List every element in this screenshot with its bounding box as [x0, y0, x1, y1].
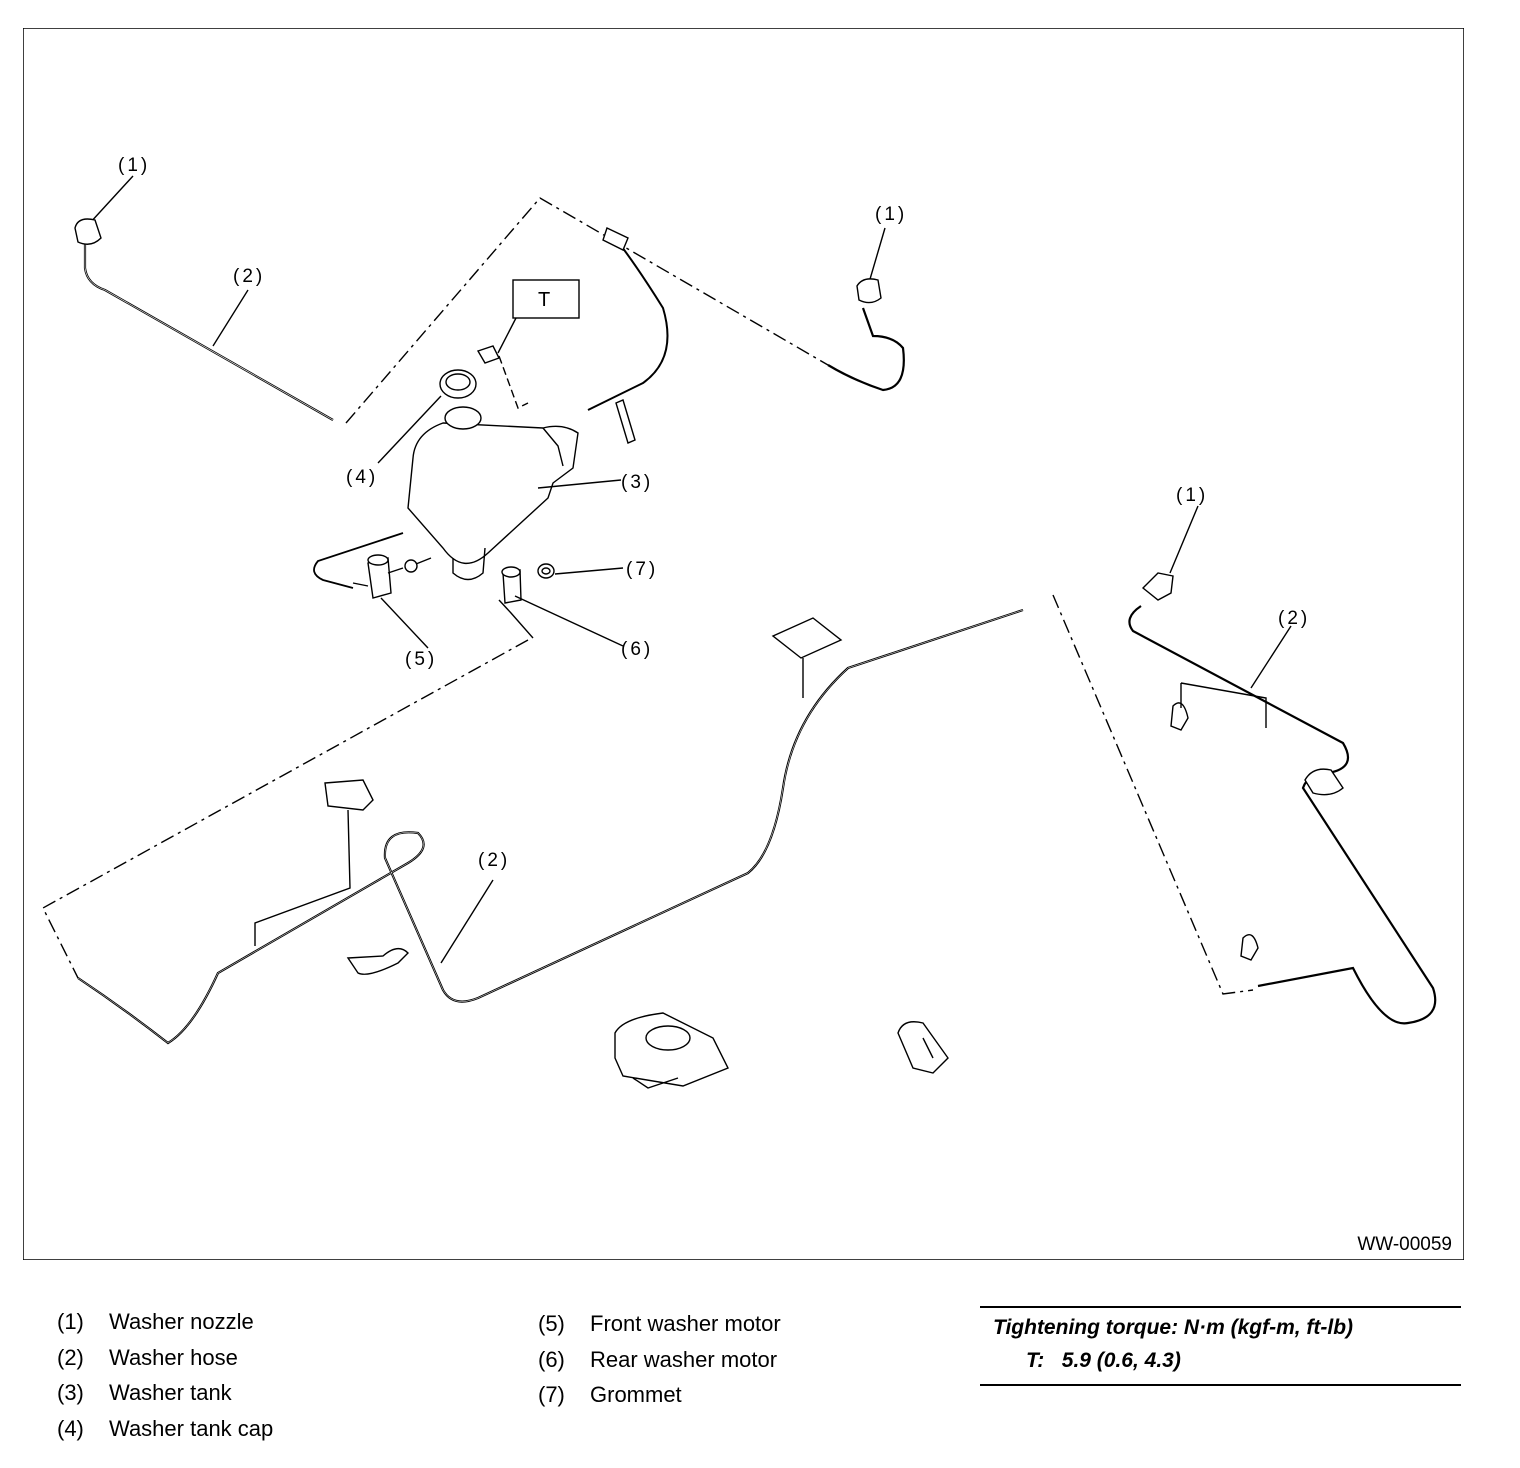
leader-nozzle-front-right	[867, 227, 886, 287]
connection-line-rear	[42, 639, 529, 979]
legend-label: Washer tank	[109, 1380, 232, 1405]
washer-tank	[407, 422, 579, 564]
legend-item: (5) Front washer motor	[538, 1306, 781, 1342]
callout-front-motor: (5)	[405, 649, 437, 670]
legend-number: (1)	[57, 1309, 84, 1334]
callout-hose-rear: (2)	[478, 850, 510, 871]
legend-item: (4) Washer tank cap	[57, 1411, 273, 1447]
leader-hose-rear	[440, 879, 494, 964]
nozzle-front-left	[74, 218, 102, 245]
leader-front-motor	[380, 597, 429, 649]
washer-system-diagram: (1) (2) (1) T (4) (3) (7) (5) (6) (1) (2…	[23, 28, 1464, 1260]
diagram-frame: (1) (2) (1) T (4) (3) (7) (5) (6) (1) (2…	[23, 28, 1464, 1260]
legend-label: Washer tank cap	[109, 1415, 274, 1441]
legend-number: (7)	[538, 1382, 565, 1407]
legend-item: (6) Rear washer motor	[538, 1342, 781, 1378]
callout-grommet: (7)	[626, 559, 658, 580]
torque-title: Tightening torque: N·m (kgf-m, ft-lb)	[993, 1316, 1354, 1339]
leader-hose-front-left	[212, 289, 249, 347]
clip-front	[602, 227, 629, 251]
torque-tag-box	[512, 279, 580, 319]
legend-number: (2)	[57, 1344, 84, 1370]
leader-rear-motor	[514, 595, 624, 647]
nozzle-front-right	[856, 278, 882, 304]
legend-number: (3)	[57, 1380, 84, 1405]
callout-tank: (3)	[621, 472, 653, 493]
leader-nozzle-front-left	[88, 175, 134, 225]
legend-left: (1) Washer nozzle (2) Washer hose (3) Washe…	[57, 1304, 273, 1446]
legend-label: Washer hose	[109, 1344, 238, 1370]
nozzle-rear-2	[1304, 768, 1344, 796]
hose-tank-feed	[587, 242, 669, 411]
callout-nozzle-front-left: (1)	[118, 155, 150, 176]
callout-hose-rear-right: (2)	[1278, 608, 1310, 629]
pad	[771, 617, 843, 659]
grommet	[537, 563, 555, 579]
callout-cap: (4)	[346, 467, 378, 488]
clip-rear-bracket	[346, 948, 409, 975]
legend-label: Rear washer motor	[590, 1346, 778, 1372]
clip-rear-right-1	[1170, 702, 1189, 731]
connection-line-front	[345, 197, 829, 424]
leader-hose-rear-right	[1250, 625, 1292, 689]
legend-label: Grommet	[590, 1382, 682, 1407]
legend-item: (7) Grommet	[538, 1377, 781, 1413]
legend-label: Washer nozzle	[109, 1309, 254, 1334]
clip-rear-right-2	[1240, 934, 1259, 961]
legend-item: (3) Washer tank	[57, 1375, 273, 1411]
leader-tank	[537, 479, 622, 489]
leader-nozzle-rear	[1169, 505, 1199, 574]
legend-number: (6)	[538, 1346, 565, 1372]
leader-cap	[377, 395, 442, 464]
callout-rear-motor: (6)	[621, 639, 653, 660]
figure-id: WW-00059	[1357, 1234, 1452, 1255]
nozzle-rear	[1141, 572, 1174, 601]
legend-number: (4)	[57, 1415, 84, 1441]
callout-nozzle-front-right: (1)	[875, 204, 907, 225]
clip-rear-left	[324, 779, 374, 811]
callout-torque-tag: T	[538, 289, 550, 311]
legend-item: (2) Washer hose	[57, 1340, 273, 1376]
legend-right: (5) Front washer motor (6) Rear washer mot…	[538, 1306, 781, 1413]
legend-label: Front washer motor	[590, 1311, 781, 1336]
legend-number: (5)	[538, 1311, 565, 1336]
clip-small	[897, 1021, 949, 1074]
torque-value: T: 5.9 (0.6, 4.3)	[1026, 1349, 1181, 1372]
hose-front-right	[827, 307, 905, 392]
leader-grommet	[554, 567, 624, 575]
callout-hose-front-left: (2)	[233, 266, 265, 287]
torque-spec-box: Tightening torque: N·m (kgf-m, ft-lb) T:…	[980, 1306, 1461, 1386]
legend-item: (1) Washer nozzle	[57, 1304, 273, 1340]
callout-nozzle-rear: (1)	[1176, 485, 1208, 506]
connection-line-rear-right	[1052, 594, 1254, 995]
